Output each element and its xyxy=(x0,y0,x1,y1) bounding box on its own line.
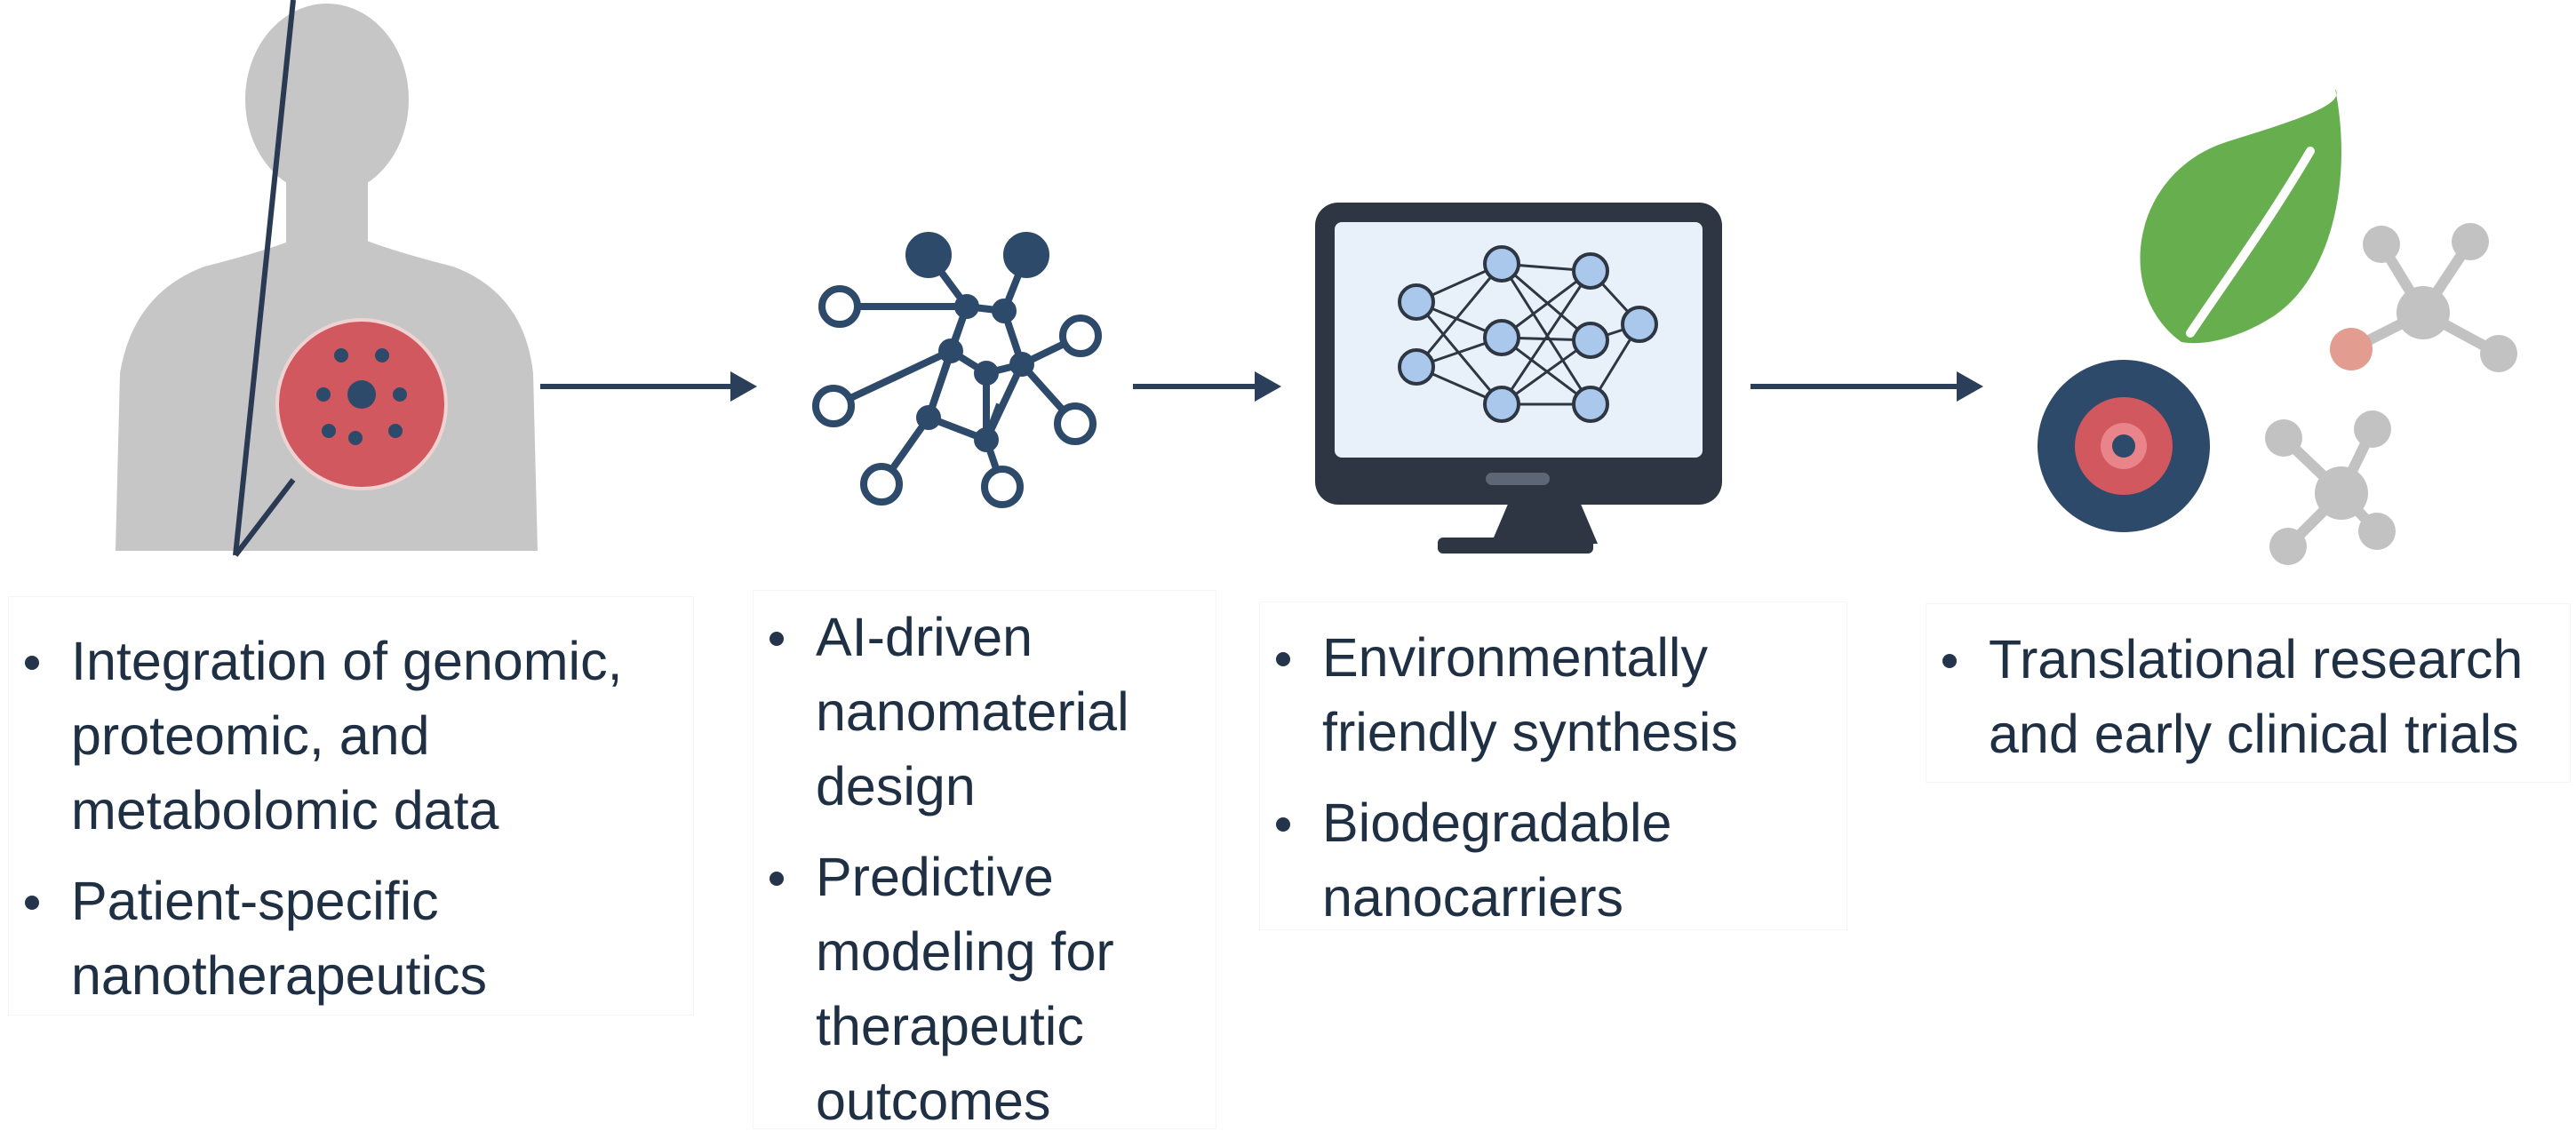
step-1-column: Integration of genomic, proteomic, and m… xyxy=(9,597,693,1015)
molecule-icon xyxy=(2265,410,2396,565)
step-4-bullet-1: Translational research and early clinica… xyxy=(1937,622,2570,771)
step-2-bullet-1: AI-driven nanomaterial design xyxy=(764,600,1216,824)
step-4-bullet-list: Translational research and early clinica… xyxy=(1937,622,2570,771)
step-1-bullet-1: Integration of genomic, proteomic, and m… xyxy=(20,624,693,848)
step-4-column: Translational research and early clinica… xyxy=(1926,604,2570,782)
nanomaterial-network-icon xyxy=(812,232,1102,508)
step-3-column: Environmentally friendly synthesis Biode… xyxy=(1260,602,1846,929)
leaf-icon xyxy=(2140,89,2341,344)
step-3-bullet-list: Environmentally friendly synthesis Biode… xyxy=(1271,620,1846,935)
step-2-bullet-list: AI-driven nanomaterial design Predictive… xyxy=(764,600,1216,1138)
target-cell-icon xyxy=(2038,360,2210,532)
step-1-bullet-2: Patient-specific nanotherapeutics xyxy=(20,864,693,1013)
step-3-bullet-2: Biodegradable nanocarriers xyxy=(1271,785,1846,935)
computer-neural-network-icon xyxy=(1315,203,1722,554)
arrow-icon xyxy=(540,371,757,402)
arrow-icon xyxy=(1133,371,1281,402)
step-3-bullet-1: Environmentally friendly synthesis xyxy=(1271,620,1846,769)
step-2-bullet-2: Predictive modeling for therapeutic outc… xyxy=(764,840,1216,1138)
step-2-column: AI-driven nanomaterial design Predictive… xyxy=(754,591,1216,1131)
molecule-icon xyxy=(2330,223,2517,372)
human-body-icon xyxy=(116,0,538,557)
step-1-bullet-list: Integration of genomic, proteomic, and m… xyxy=(20,624,693,1013)
arrow-icon xyxy=(1751,371,1983,402)
